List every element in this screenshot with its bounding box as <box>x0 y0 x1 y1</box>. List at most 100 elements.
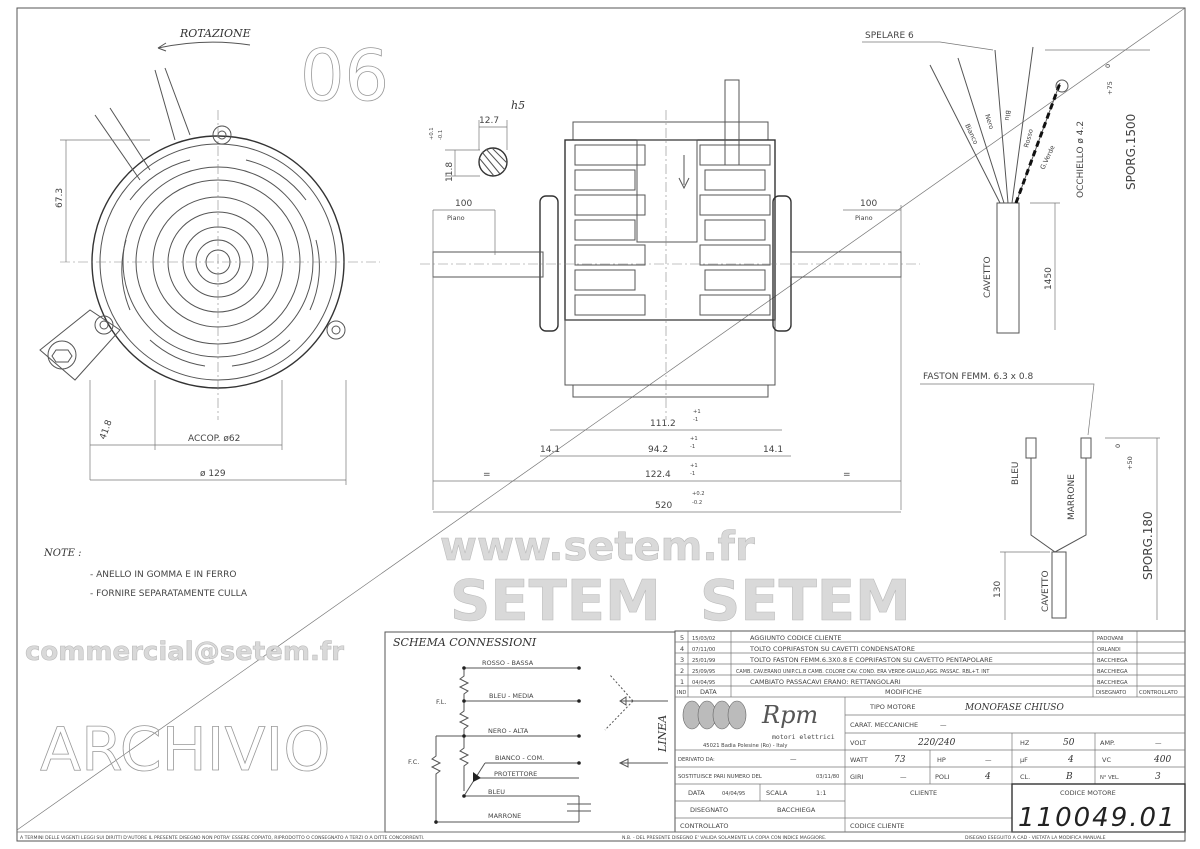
protrusion-tol-plus: +75 <box>1106 81 1114 95</box>
dim-122-tol-plus: +1 <box>690 463 698 469</box>
vc-value: 400 <box>1153 755 1171 765</box>
controllato-label: CONTROLLATO <box>680 822 729 830</box>
company-address: 45021 Badia Polesine (Ro) - Italy <box>703 743 788 749</box>
right-shaft-length: 100 <box>860 199 877 209</box>
scala-label: SCALA <box>766 789 788 797</box>
vel-label: N° VEL. <box>1100 775 1120 781</box>
faston-bleu-icon <box>1025 437 1037 459</box>
codice-cliente-label: CODICE CLIENTE <box>850 822 904 830</box>
dim-spigot: ACCOP. ø62 <box>188 434 240 444</box>
wire-label-nero: Nero <box>983 113 995 130</box>
capacitor-cable-detail: FASTON FEMM. 6.3 x 0.8 BLEU MARRONE CAVE… <box>920 372 1160 620</box>
dim-height: 67.3 <box>55 188 65 208</box>
dim-total-tol-minus: -0.2 <box>692 500 702 506</box>
svg-text:PADOVANI: PADOVANI <box>1097 636 1124 642</box>
notes-title: NOTE : <box>43 548 81 559</box>
watermark-email: commercial@setem.fr <box>25 637 344 667</box>
dim-111: 111.2 <box>650 419 676 429</box>
svg-text:25/01/99: 25/01/99 <box>692 658 715 664</box>
svg-text:5: 5 <box>680 634 684 642</box>
schema-label-bleu-media: BLEU - MEDIA <box>489 692 534 700</box>
dim-94: 94.2 <box>648 445 668 455</box>
protrusion: SPORG.1500 <box>1124 114 1138 190</box>
svg-text:BACCHIEGA: BACCHIEGA <box>1097 658 1128 664</box>
airflow-arrow-icon <box>678 155 690 190</box>
cable-label: CAVETTO <box>983 256 993 298</box>
carat-label: CARAT. MECCANICHE <box>850 721 918 729</box>
cable-outlet <box>724 79 740 166</box>
hz-value: 50 <box>1063 738 1075 748</box>
cap-protrusion-tol-plus: +50 <box>1126 456 1134 470</box>
company-tagline: motori elettrici <box>772 733 835 741</box>
volt-value: 220/240 <box>917 738 956 748</box>
faston-label: FASTON FEMM. 6.3 x 0.8 <box>923 372 1033 382</box>
scala-value: 1:1 <box>816 789 826 797</box>
protrusion-tol-zero: 0 <box>1104 64 1112 68</box>
lead-wires <box>94 67 191 181</box>
cl-label: CL. <box>1020 773 1030 781</box>
dim-111-tol-minus: -1 <box>693 417 698 423</box>
schema-linea: LINEA <box>656 715 669 753</box>
dim-width: 12.7 <box>479 116 499 126</box>
shaft-section: h5 12.7 11.8 +0.1 -0.1 <box>429 99 525 182</box>
hp-value: — <box>985 756 992 764</box>
svg-text:CAMBIATO PASSACAVI ERANO: RETT: CAMBIATO PASSACAVI ERANO: RETTANGOLARI <box>750 678 901 686</box>
dim-122-tol-minus: -1 <box>690 471 695 477</box>
watermark-setem: SETEM <box>450 569 661 634</box>
footer-cad: DISEGNO ESEGUITO A CAD - VIETATA LA MODI… <box>965 835 1106 841</box>
svg-text:BACCHIEGA: BACCHIEGA <box>1097 669 1128 675</box>
svg-text:3: 3 <box>680 656 684 664</box>
disegnato-value: BACCHIEGA <box>777 806 816 814</box>
svg-text:TOLTO COPRIFASTON SU CAVETTI C: TOLTO COPRIFASTON SU CAVETTI CONDENSATOR… <box>749 645 915 653</box>
cap-cable-length: 130 <box>993 581 1003 598</box>
amp-label: AMP. <box>1100 739 1115 747</box>
watermarks: www.setem.fr SETEM SETEM commercial@sete… <box>25 35 911 786</box>
fit-label: h5 <box>511 99 525 112</box>
watt-label: WATT <box>850 756 868 764</box>
watermark-archivio: ARCHIVIO <box>40 715 330 785</box>
svg-text:2: 2 <box>680 667 684 675</box>
svg-text:07/11/00: 07/11/00 <box>692 647 715 653</box>
svg-text:ORLANDI: ORLANDI <box>1097 647 1121 653</box>
cliente-label: CLIENTE <box>910 789 937 797</box>
dim-14-right: 14.1 <box>763 445 783 455</box>
cable-sheath <box>996 202 1020 334</box>
data-value: 04/04/95 <box>722 791 745 797</box>
wire-label-marrone: MARRONE <box>1067 474 1077 520</box>
wire-label-gverde: G.Verde <box>1039 144 1057 171</box>
svg-text:CONTROLLATO: CONTROLLATO <box>1139 690 1178 696</box>
data-label: DATA <box>688 789 705 797</box>
schema-label-bianco: BIANCO - COM. <box>495 754 544 762</box>
equal-left: = <box>483 470 491 480</box>
sostituisce-value: 03/11/80 <box>816 774 839 780</box>
derivato-label: DERIVATO DA: <box>678 757 715 763</box>
faston-marrone-icon <box>1080 437 1092 459</box>
schema-fc: F.C. <box>408 758 419 766</box>
wire-label-blu: Blu <box>1003 110 1012 121</box>
rotation-label: ROTAZIONE <box>179 27 251 40</box>
svg-text:BACCHIEGA: BACCHIEGA <box>1097 680 1128 686</box>
dim-total-tol-plus: +0.2 <box>692 491 705 497</box>
svg-text:15/03/02: 15/03/02 <box>692 636 715 642</box>
dim-diameter: ø 129 <box>200 469 226 479</box>
company-name: Rpm <box>761 701 818 729</box>
codice-motore-value: 110049.01 <box>1018 803 1177 833</box>
cap-cable-sheath <box>1051 551 1067 619</box>
watermark-url: www.setem.fr <box>440 524 755 570</box>
codice-motore-label: CODICE MOTORE <box>1060 789 1116 797</box>
equal-right: = <box>843 470 851 480</box>
svg-text:MODIFICHE: MODIFICHE <box>885 688 922 696</box>
vc-label: VC <box>1102 756 1111 764</box>
note-item: - ANELLO IN GOMMA E IN FERRO <box>90 570 236 580</box>
eyelet-icon <box>1055 79 1069 93</box>
schema-label-rosso: ROSSO - BASSA <box>482 659 534 667</box>
disegnato-label: DISEGNATO <box>690 806 728 814</box>
sostituisce-label: SOSTITUISCE PARI NUMERO DEL <box>678 774 762 780</box>
tol-minus: -0.1 <box>438 130 444 140</box>
right-ring <box>772 195 792 332</box>
poli-value: 4 <box>984 772 991 782</box>
